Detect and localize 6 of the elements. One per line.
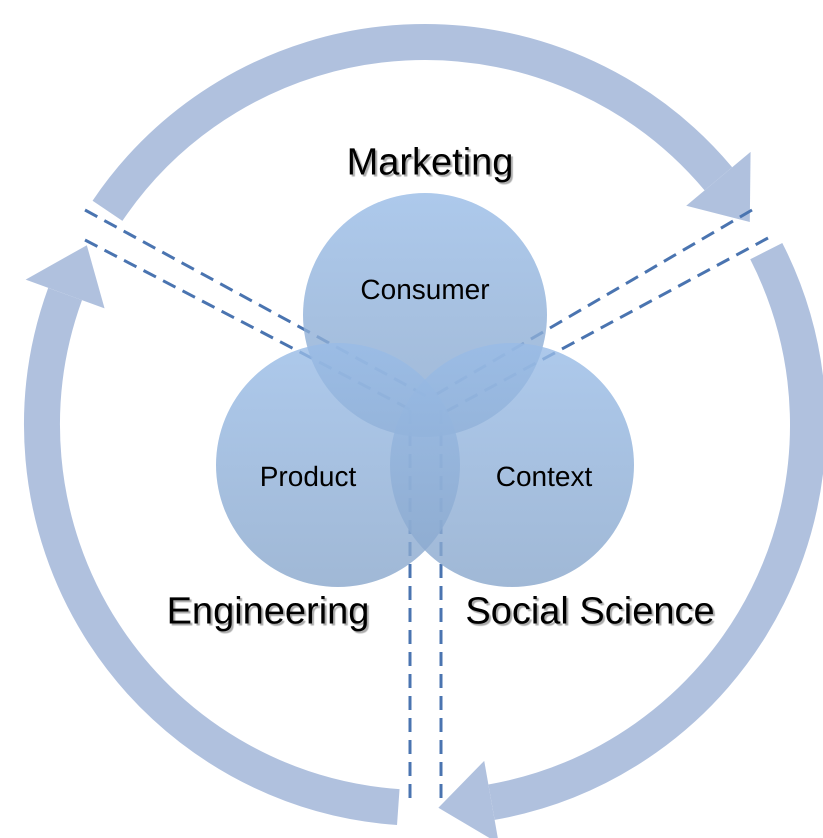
circle-label: Consumer [360,274,490,306]
circle-label: Context [496,461,592,493]
discipline-heading: Marketing [346,142,514,184]
discipline-heading: Engineering [166,590,370,634]
discipline-heading: Social Science [465,590,715,634]
circle-label: Product [260,461,356,493]
